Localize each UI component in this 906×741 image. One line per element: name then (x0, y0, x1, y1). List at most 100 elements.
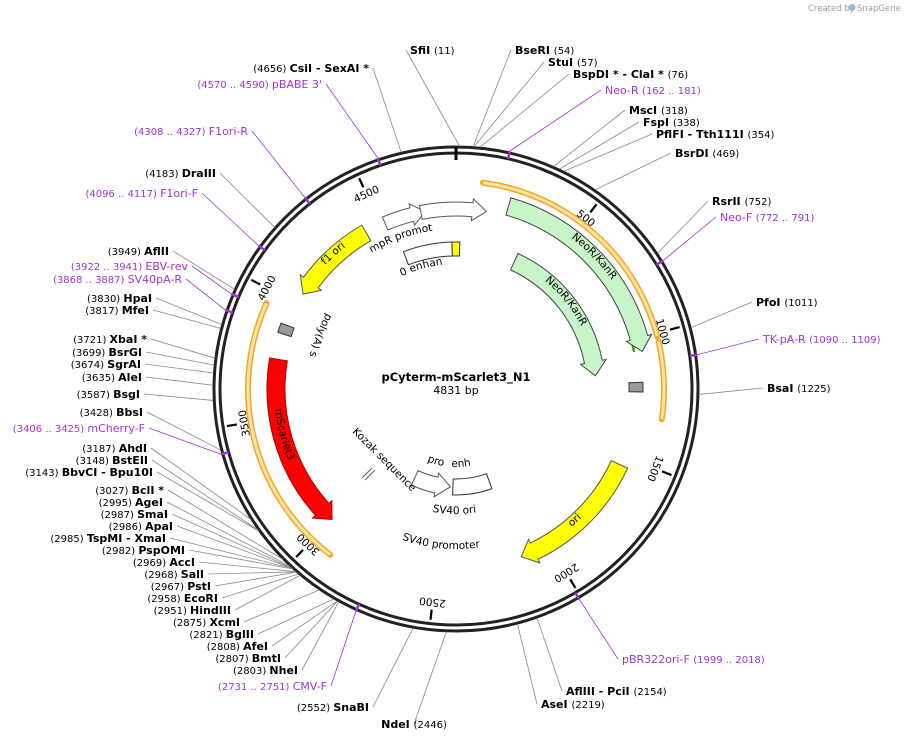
leader-line (219, 172, 275, 228)
site-label[interactable]: (2987) SmaI (101, 508, 168, 521)
site-label[interactable]: FspI (338) (643, 116, 700, 129)
credit-brand: SnapGene (857, 4, 901, 14)
site-label[interactable]: (2552) SnaBI (297, 701, 369, 714)
label-leaders (143, 49, 764, 725)
site-label[interactable]: (3635) AleI (82, 371, 142, 384)
primer-mark (257, 244, 266, 252)
leader-line (198, 561, 296, 573)
primer-label[interactable]: (3868 .. 3887) SV40pA-R (53, 273, 182, 286)
site-label[interactable]: AflIII - PciI (2154) (566, 685, 667, 698)
feature-cmv-enhancer-4[interactable] (452, 473, 493, 496)
primer-label[interactable]: (4096 .. 4117) F1ori-F (85, 187, 198, 200)
site-label[interactable]: StuI (57) (548, 56, 598, 69)
site-label[interactable]: (2995) AgeI (99, 496, 163, 509)
site-label[interactable]: BsrDI (469) (675, 147, 739, 160)
primer-leader (251, 130, 306, 198)
primer-label[interactable]: (3922 .. 3941) EBV-rev (71, 260, 189, 273)
primer-label[interactable]: TK-pA-R (1090 .. 1109) (762, 333, 881, 346)
site-label[interactable]: (3428) BbsI (80, 406, 143, 419)
site-label[interactable]: BseRI (54) (515, 44, 574, 57)
primer-label[interactable]: (2731 .. 2751) CMV-F (218, 680, 327, 693)
site-label[interactable]: (2982) PspOMI (102, 544, 185, 557)
site-label[interactable]: (3949) AflII (108, 245, 169, 258)
feature-hsv-tk-polya-2[interactable] (628, 381, 644, 393)
site-label[interactable]: (3674) SgrAI (71, 358, 141, 371)
site-label[interactable]: SfiI (11) (410, 44, 455, 57)
feature-ampr-promoter-10[interactable] (381, 202, 427, 231)
leader-line (553, 109, 626, 167)
credit-prefix: Created by (808, 4, 855, 14)
leader-line (559, 121, 640, 170)
site-label[interactable]: (4656) CsiI - SexAI * (253, 62, 369, 75)
site-label[interactable]: (2969) AccI (133, 556, 195, 569)
leader-line (155, 297, 222, 325)
site-label[interactable]: (3721) XbaI * (73, 333, 147, 346)
site-label[interactable]: (3587) BsgI (77, 388, 140, 401)
feature-label-neor-kanr-inner: NeoR/KanR (543, 274, 589, 328)
feature-neor-kanr-inner-1[interactable] (509, 252, 608, 377)
primer-label[interactable]: (4570 .. 4590) pBABE 3' (197, 78, 322, 91)
primer-label[interactable]: Neo-R (162 .. 181) (605, 84, 701, 97)
feature-sv40-polya-8[interactable] (277, 322, 295, 338)
site-label[interactable]: (3187) AhdI (82, 442, 147, 455)
leader-line (234, 575, 301, 611)
site-label[interactable]: (3699) BsrGI (72, 346, 142, 359)
site-label[interactable]: (2951) HindIII (154, 604, 231, 617)
primer-mark (655, 259, 665, 266)
site-label[interactable]: BspDI * - ClaI * (76) (573, 68, 688, 81)
feature-sv40-ori-13[interactable] (451, 241, 461, 257)
feature-neor-kanr-0[interactable] (505, 197, 653, 353)
site-label[interactable]: (3143) BbvCI - Bpu10I (25, 466, 153, 479)
site-label[interactable]: RsrII (752) (712, 195, 771, 208)
orf-arc-fill-2 (246, 302, 332, 556)
feature-sv40-promoter-11[interactable] (418, 197, 488, 222)
primer-label[interactable]: (4308 .. 4327) F1ori-R (134, 125, 248, 138)
site-label[interactable]: PflFI - Tth111I (354) (656, 128, 775, 141)
site-label[interactable]: (2808) AfeI (207, 640, 268, 653)
site-label[interactable]: (3817) MfeI (85, 304, 149, 317)
site-label[interactable]: (2821) BglII (189, 628, 254, 641)
feature-label-sv40-ori: SV40 ori (432, 503, 477, 517)
primer-mark (354, 603, 361, 612)
site-label[interactable]: (3830) HpaI (87, 292, 152, 305)
site-label[interactable]: MscI (318) (629, 104, 688, 117)
leader-line (413, 631, 447, 725)
tick-label-2500: 2500 (419, 594, 447, 609)
feature-mscarlet3-7[interactable] (266, 357, 333, 520)
site-label[interactable]: (4183) DraIII (145, 167, 216, 180)
site-label[interactable]: (3027) BclI * (95, 484, 164, 497)
primer-label[interactable]: Neo-F (772 .. 791) (720, 211, 815, 224)
site-label[interactable]: (3148) BstEII (76, 454, 148, 467)
site-label[interactable]: NdeI (2446) (381, 718, 447, 731)
tick-mark-1000 (669, 326, 680, 331)
feature-f1-ori-9[interactable] (299, 224, 372, 295)
site-label[interactable]: (2986) ApaI (109, 520, 173, 533)
tick-mark-500 (589, 203, 598, 213)
feature-ori-3[interactable] (520, 459, 629, 564)
feature-label-neor-kanr: NeoR/KanR (569, 231, 619, 282)
leader-line (144, 363, 214, 374)
primer-label[interactable]: pBR322ori-F (1999 .. 2018) (622, 653, 765, 666)
site-label[interactable]: (2958) EcoRI (147, 592, 218, 605)
site-label[interactable]: PfoI (1011) (756, 296, 818, 309)
tick-mark-4000 (250, 278, 261, 286)
site-label[interactable]: (2985) TspMI - XmaI (50, 532, 166, 545)
leader-line (151, 459, 259, 531)
feature-cmv-promoter-5[interactable] (410, 469, 452, 498)
primer-label[interactable]: (3406 .. 3425) mCherry-F (13, 422, 145, 435)
site-label[interactable]: (2807) BmtI (215, 652, 281, 665)
leader-line (595, 152, 672, 191)
site-label[interactable]: (2968) SalI (144, 568, 204, 581)
site-label[interactable]: (2875) XcmI (173, 616, 240, 629)
site-label[interactable]: (2803) NheI (233, 664, 298, 677)
primer-leader (579, 599, 619, 660)
primer-mark (224, 308, 234, 314)
leader-line (271, 600, 338, 647)
leader-line (372, 67, 402, 153)
site-label[interactable]: BsaI (1225) (767, 382, 831, 395)
leader-line (517, 624, 538, 705)
tick-label-1500: 1500 (644, 454, 665, 483)
site-label[interactable]: AseI (2219) (541, 698, 605, 711)
site-label[interactable]: (2967) PstI (151, 580, 211, 593)
label-layer: SfiI (11) BseRI (54)StuI (57)BspDI * - Cl… (13, 44, 881, 731)
